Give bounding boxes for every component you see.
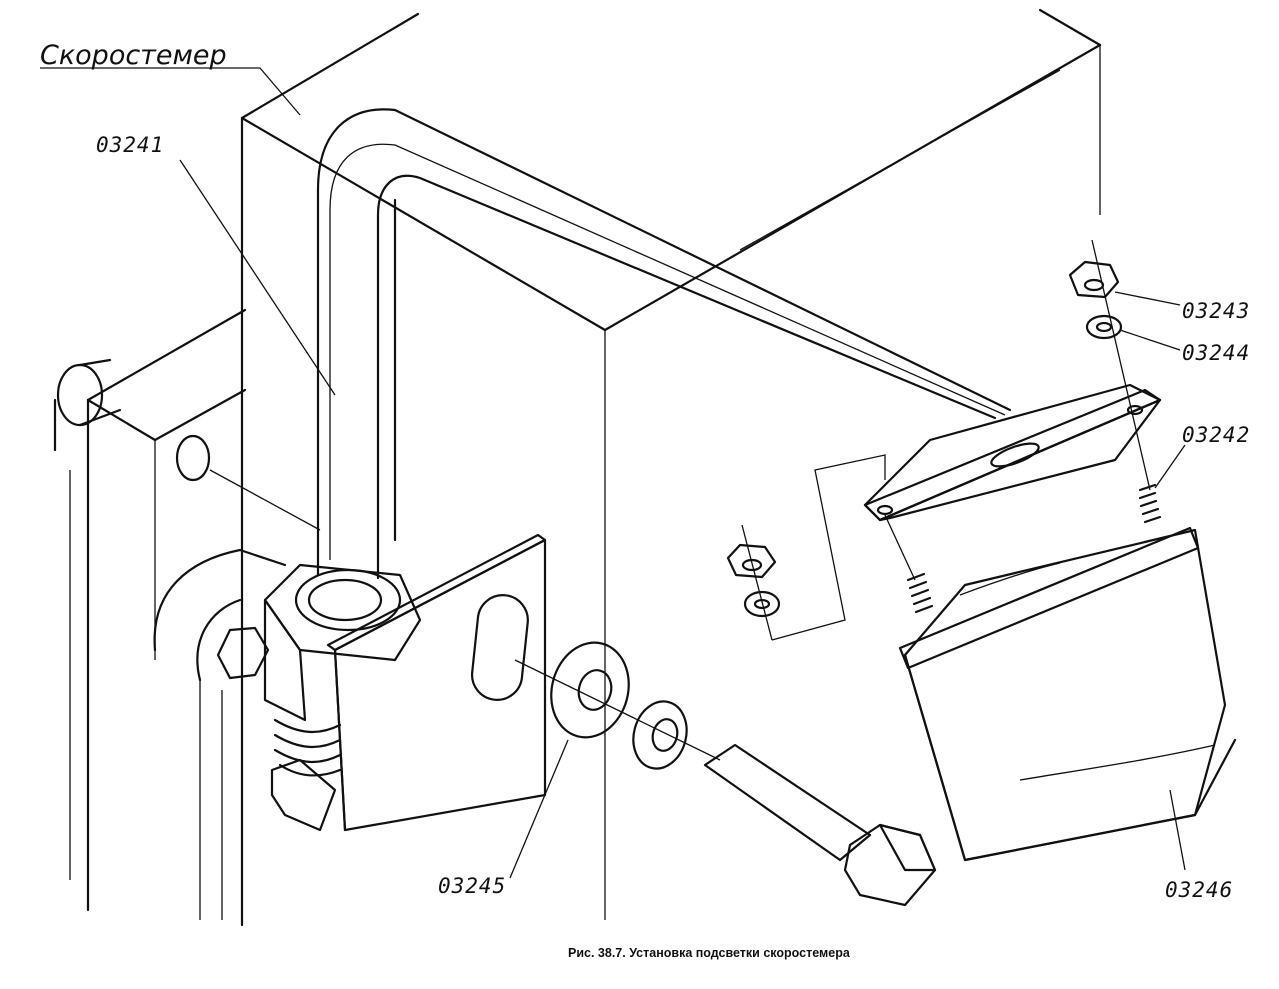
lamp-housing: [898, 526, 1237, 862]
mounting-bracket: [216, 533, 721, 832]
figure-caption: Рис. 38.7. Установка подсветки скоростем…: [568, 946, 850, 960]
label-03245: 03245: [438, 874, 506, 898]
label-03244: 03244: [1182, 341, 1250, 365]
leader-lines: [40, 67, 1186, 879]
label-03242: 03242: [1182, 423, 1250, 447]
lamp-tube: [316, 108, 1012, 580]
label-speedometer: Скоростемер: [40, 40, 227, 71]
lamp-plate: [863, 383, 1162, 522]
bolt-assembly: [550, 641, 937, 907]
label-03243: 03243: [1182, 299, 1250, 323]
label-03241: 03241: [96, 133, 164, 157]
callout-labels: Скоростемер 03241 03243 03244 03242 0324…: [40, 40, 1250, 902]
lamp-screws: [726, 239, 1162, 641]
speedometer-housing: [53, 8, 1102, 927]
label-03246: 03246: [1165, 878, 1233, 902]
